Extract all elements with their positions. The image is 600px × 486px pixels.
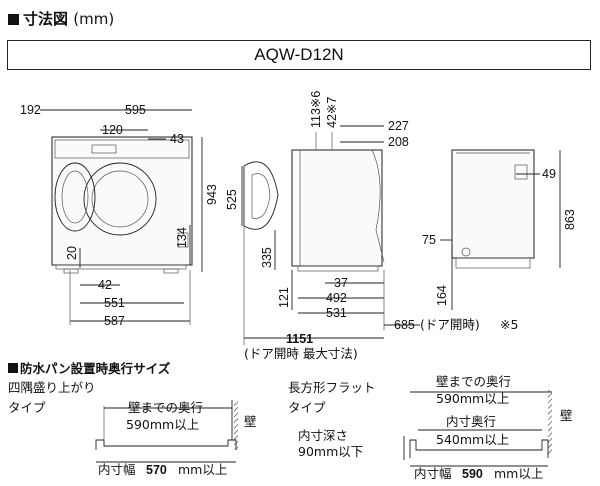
dim-20: 20 bbox=[65, 246, 79, 260]
type-b-depth-label: 壁までの奥行 bbox=[436, 374, 511, 389]
type-a-name-line1: 四隅盛り上がり bbox=[8, 380, 96, 395]
type-b-height-value: 90mm以下 bbox=[298, 444, 363, 459]
max-size-label: (ドア開時 最大寸法) bbox=[244, 346, 358, 361]
side-view: 525 335 121 113※6 42※7 227 208 37 492 53… bbox=[225, 91, 518, 361]
dim-863: 863 bbox=[563, 209, 577, 230]
dim-531: 531 bbox=[326, 306, 347, 320]
type-a-depth-label: 壁までの奥行 bbox=[128, 400, 203, 415]
dim-525: 525 bbox=[225, 189, 239, 210]
dim-551: 551 bbox=[104, 296, 125, 310]
pan-section: 防水パン設置時奥行サイズ 四隅盛り上がり タイプ 壁までの奥行 590mm以上 … bbox=[8, 361, 573, 481]
door-open-label: (ドア開時) bbox=[420, 317, 480, 332]
dim-685: 685 bbox=[394, 318, 415, 332]
type-b-width-suffix: mm以上 bbox=[494, 466, 543, 481]
rear-view: 49 863 75 164 bbox=[422, 149, 577, 310]
type-b-height-label: 内寸深さ bbox=[298, 428, 348, 443]
model-name-box: AQW-D12N bbox=[7, 40, 591, 70]
dim-208: 208 bbox=[388, 135, 409, 149]
dim-492: 492 bbox=[326, 291, 347, 305]
type-a-depth-value: 590mm以上 bbox=[126, 417, 199, 432]
type-b-name-line1: 長方形フラット bbox=[288, 380, 376, 395]
dim-192: 192 bbox=[20, 103, 41, 117]
dim-587: 587 bbox=[104, 314, 125, 328]
type-b-wall: 壁 bbox=[560, 408, 573, 423]
front-view: 192 595 120 43 943 134 20 42 551 587 bbox=[20, 103, 219, 328]
type-a-name-line2: タイプ bbox=[8, 400, 46, 415]
type-b-inner-label: 内寸奥行 bbox=[446, 414, 496, 429]
type-b-inner-value: 540mm以上 bbox=[436, 432, 509, 447]
dim-49: 49 bbox=[542, 167, 556, 181]
type-a-width-suffix: mm以上 bbox=[178, 462, 227, 477]
wall-hatch bbox=[548, 390, 552, 454]
type-a-wall: 壁 bbox=[244, 414, 257, 429]
title-text: 寸法図 bbox=[23, 10, 69, 28]
dim-43: 43 bbox=[170, 132, 184, 146]
type-b-name-line2: タイプ bbox=[288, 400, 326, 415]
dim-227: 227 bbox=[388, 119, 409, 133]
dim-120: 120 bbox=[102, 123, 123, 137]
dim-595: 595 bbox=[125, 103, 146, 117]
unit-text: (mm) bbox=[73, 10, 115, 28]
dim-37: 37 bbox=[334, 276, 348, 290]
pan-section-title: 防水パン設置時奥行サイズ bbox=[20, 361, 171, 376]
wall-hatch bbox=[234, 400, 238, 450]
dim-943: 943 bbox=[205, 184, 219, 205]
dim-42: 42 bbox=[98, 278, 112, 292]
dim-164: 164 bbox=[435, 285, 449, 306]
dim-113-note6: 113※6 bbox=[309, 91, 323, 128]
square-bullet-icon bbox=[8, 363, 18, 373]
note-5: ※5 bbox=[500, 317, 518, 332]
section-title: 寸法図 (mm) bbox=[8, 8, 114, 29]
dim-134: 134 bbox=[175, 227, 189, 248]
dim-121: 121 bbox=[277, 287, 291, 308]
dim-75: 75 bbox=[422, 233, 436, 247]
type-a-width-value: 570 bbox=[146, 463, 167, 477]
dim-1151: 1151 bbox=[286, 332, 313, 346]
square-bullet-icon bbox=[8, 14, 19, 25]
dim-335: 335 bbox=[260, 247, 274, 268]
dim-42-note7: 42※7 bbox=[325, 97, 339, 128]
type-b-width-label: 内寸幅 bbox=[414, 466, 452, 481]
type-a-width-label: 内寸幅 bbox=[98, 462, 136, 477]
type-b-depth-value: 590mm以上 bbox=[436, 391, 509, 406]
type-b-width-value: 590 bbox=[462, 467, 483, 481]
